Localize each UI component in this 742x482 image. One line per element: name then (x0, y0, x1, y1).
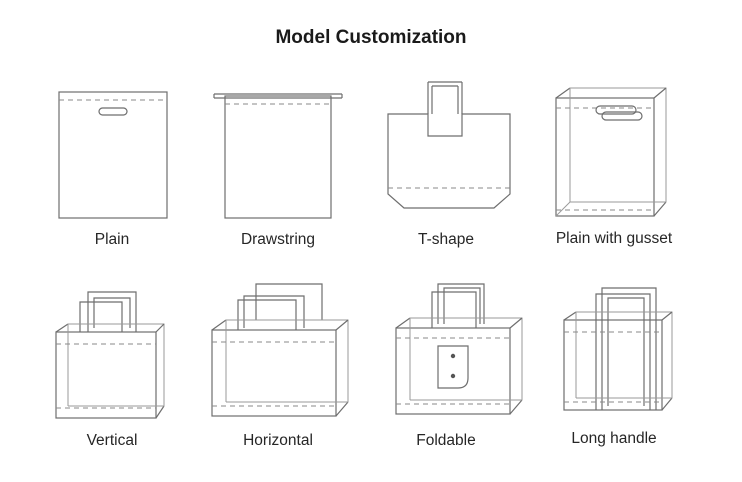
model-item-drawstring: Drawstring (198, 88, 358, 249)
model-label: Foldable (416, 432, 476, 449)
model-item-vertical: Vertical (32, 284, 192, 450)
model-item-plain: Plain (32, 88, 192, 249)
model-item-foldable: Foldable (366, 278, 526, 450)
model-item-plain-with-gusset: Plain with gusset (534, 84, 694, 248)
vertical-bag-icon (55, 291, 165, 419)
foldable-bag-icon (395, 283, 523, 415)
long-handle-bag-icon (563, 287, 673, 411)
model-label: Drawstring (240, 231, 316, 248)
model-label: Long handle (571, 430, 657, 447)
horizontal-bag-icon (211, 283, 349, 417)
model-item-long-handle: Long handle (534, 280, 694, 448)
model-item-t-shape: T-shape (366, 78, 526, 249)
plain-bag-icon (58, 91, 168, 219)
model-label: T-shape (417, 231, 474, 248)
model-label: Vertical (86, 432, 138, 449)
gusset-bag-icon (555, 87, 667, 217)
page-title: Model Customization (275, 27, 467, 48)
model-label: Horizontal (243, 432, 313, 449)
drawstring-bag-icon (213, 93, 343, 219)
model-label: Plain with gusset (555, 230, 673, 247)
t-shape-bag-icon (387, 81, 511, 209)
model-label: Plain (94, 231, 130, 248)
model-item-horizontal: Horizontal (198, 278, 358, 450)
